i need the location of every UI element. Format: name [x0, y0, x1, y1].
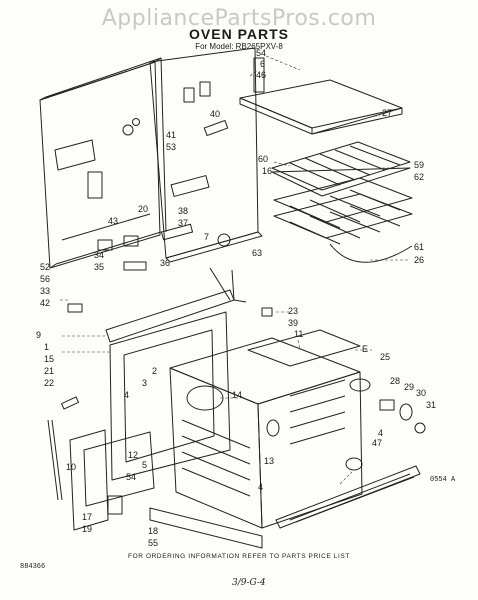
oven-back-panel — [39, 57, 167, 269]
callout-label: 22 — [44, 378, 54, 388]
callout-label: 27 — [382, 108, 392, 118]
callout-label: 1 — [44, 342, 49, 352]
callout-label: 10 — [66, 462, 76, 472]
callout-label: 33 — [40, 286, 50, 296]
callout-label: 16 — [262, 166, 272, 176]
document-number: 884366 — [20, 563, 46, 571]
callout-label: 20 — [138, 204, 148, 214]
callout-label: E — [362, 344, 368, 354]
callout-label: 53 — [166, 142, 176, 152]
callout-label: 40 — [210, 109, 220, 119]
callout-label: 5 — [142, 460, 147, 470]
oven-racks — [273, 177, 413, 263]
callout-label: 29 — [404, 382, 414, 392]
callout-label: 37 — [178, 218, 188, 228]
callout-label: 41 — [166, 130, 176, 140]
callout-label: 62 — [414, 172, 424, 182]
callout-labels: 5464627404153601659623837204376361263435… — [36, 48, 436, 548]
callout-label: 36 — [160, 258, 170, 268]
callout-label: 46 — [256, 70, 266, 80]
oven-side-panel — [149, 47, 265, 263]
callout-label: 13 — [264, 456, 274, 466]
callout-label: 4 — [258, 482, 263, 492]
callout-label: 17 — [82, 512, 92, 522]
callout-label: 2 — [152, 366, 157, 376]
callout-label: 54 — [256, 48, 266, 58]
callout-label: 30 — [416, 388, 426, 398]
callout-label: 9 — [36, 330, 41, 340]
oven-liner — [169, 267, 363, 529]
callout-label: 14 — [232, 390, 242, 400]
callout-label: 4 — [378, 428, 383, 438]
callout-label: 61 — [414, 242, 424, 252]
callout-label: 38 — [178, 206, 188, 216]
figure-code: 0554 A — [430, 476, 456, 484]
callout-label: 60 — [258, 154, 268, 164]
callout-label: 31 — [426, 400, 436, 410]
callout-label: 3 — [142, 378, 147, 388]
oven-top-panel — [239, 79, 403, 135]
callout-label: 12 — [128, 450, 138, 460]
callout-label: 21 — [44, 366, 54, 376]
handwritten-note: 3/9-G-4 — [232, 578, 266, 588]
callout-label: 26 — [414, 255, 424, 265]
callout-label: 47 — [372, 438, 382, 448]
callout-label: 7 — [204, 232, 209, 242]
callout-label: 39 — [288, 318, 298, 328]
oven-bottom-panel — [149, 465, 421, 549]
callout-label: 55 — [148, 538, 158, 548]
diagram-title: OVEN PARTS — [189, 26, 289, 42]
callout-label: 42 — [40, 298, 50, 308]
callout-label: 35 — [94, 262, 104, 272]
callout-label: 18 — [148, 526, 158, 536]
callout-label: 25 — [380, 352, 390, 362]
callout-label: 56 — [40, 274, 50, 284]
oven-light-assembly — [345, 378, 426, 471]
callout-label: 6 — [260, 59, 265, 69]
leader-lines — [60, 55, 410, 485]
callout-label: 34 — [94, 250, 104, 260]
callout-label: 28 — [390, 376, 400, 386]
callout-label: 43 — [108, 216, 118, 226]
ordering-note: FOR ORDERING INFORMATION REFER TO PARTS … — [128, 553, 350, 560]
callout-label: 23 — [288, 306, 298, 316]
misc-brackets — [47, 235, 273, 515]
callout-label: 54 — [126, 472, 136, 482]
watermark: AppliancePartsPros.com — [101, 6, 377, 31]
callout-label: 11 — [294, 329, 303, 339]
broiler-rack — [271, 141, 411, 197]
callout-label: 52 — [40, 262, 50, 272]
callout-label: 59 — [414, 160, 424, 170]
model-subtitle: For Model: RB265PXV-8 — [195, 42, 283, 51]
callout-label: 63 — [252, 248, 262, 258]
callout-label: 4 — [124, 390, 129, 400]
callout-label: 15 — [44, 354, 54, 364]
callout-label: 19 — [82, 524, 92, 534]
